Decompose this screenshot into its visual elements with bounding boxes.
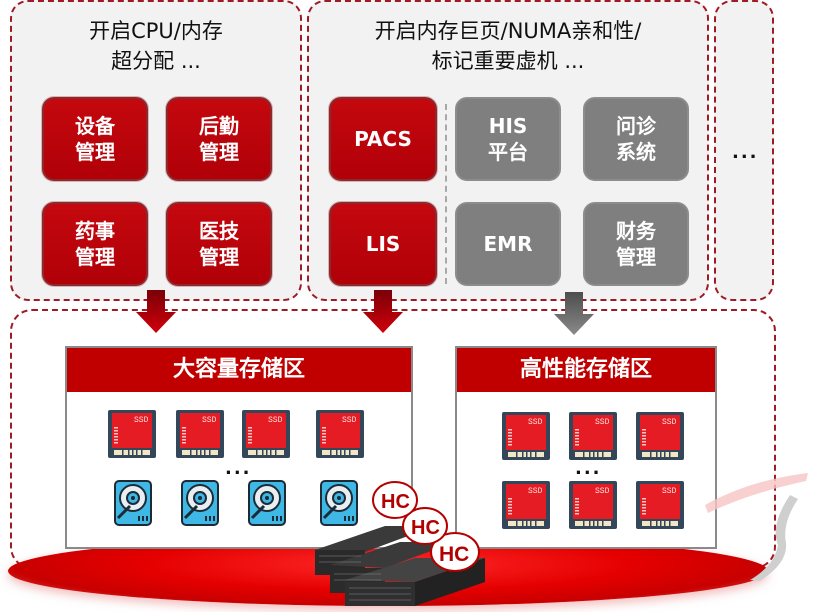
arrow-down-icon — [136, 290, 176, 333]
app-consultation-system[interactable]: 问诊 系统 — [583, 97, 689, 181]
panel-title: 开启CPU/内存 超分配 ... — [12, 16, 300, 76]
hc-badge: HC — [381, 491, 410, 513]
ssd-label: SSD — [662, 418, 677, 427]
app-pharmacy-management[interactable]: 药事 管理 — [42, 202, 148, 286]
panel-title-line2: 标记重要虚机 ... — [431, 49, 585, 73]
panel-cpu-overcommit: 开启CPU/内存 超分配 ... 设备 管理 后勤 管理 药事 管理 医技 管理 — [10, 0, 302, 301]
panel-title-line2: 超分配 ... — [111, 49, 201, 73]
hdd-icon — [114, 480, 152, 526]
app-equipment-management[interactable]: 设备 管理 — [42, 97, 148, 181]
hyperconverged-servers: HC HC HC — [315, 481, 485, 606]
ssd-icon: SSD — [502, 481, 550, 529]
ssd-label: SSD — [662, 487, 677, 496]
decorative-brush-icon — [705, 473, 808, 581]
ssd-icon: SSD — [636, 412, 684, 460]
hdd-icon — [248, 480, 286, 526]
more-ellipsis: ... — [575, 458, 602, 479]
app-finance-management[interactable]: 财务 管理 — [583, 202, 689, 286]
server-icon — [315, 526, 485, 606]
ssd-label: SSD — [134, 416, 149, 425]
app-emr[interactable]: EMR — [455, 202, 561, 286]
ssd-icon: SSD — [316, 410, 364, 458]
panel-title: 开启内存巨页/NUMA亲和性/ 标记重要虚机 ... — [309, 16, 707, 76]
ssd-label: SSD — [595, 487, 610, 496]
app-pacs[interactable]: PACS — [329, 97, 437, 181]
ssd-label: SSD — [528, 418, 543, 427]
performance-storage-title: 高性能存储区 — [457, 348, 715, 392]
ssd-icon: SSD — [569, 412, 617, 460]
hc-badge: HC — [411, 517, 440, 539]
hdd-icon — [181, 480, 219, 526]
ssd-icon: SSD — [636, 481, 684, 529]
ssd-label: SSD — [202, 416, 217, 425]
ssd-icon: SSD — [242, 410, 290, 458]
hc-badge: HC — [439, 543, 469, 566]
panel-more: ... — [714, 0, 774, 301]
ssd-icon: SSD — [502, 412, 550, 460]
more-ellipsis: ... — [225, 458, 252, 479]
hc-cloud-icon: HC HC HC — [372, 481, 480, 572]
divider — [445, 104, 447, 284]
more-ellipsis: ... — [732, 142, 759, 163]
panel-hugepage-numa: 开启内存巨页/NUMA亲和性/ 标记重要虚机 ... PACS HIS 平台 问… — [307, 0, 709, 301]
hdd-icon — [320, 480, 358, 526]
ssd-icon: SSD — [108, 410, 156, 458]
arrow-down-icon — [363, 290, 403, 333]
app-his-platform[interactable]: HIS 平台 — [455, 97, 561, 181]
panel-title-line1: 开启内存巨页/NUMA亲和性/ — [374, 19, 642, 43]
panel-title-line1: 开启CPU/内存 — [89, 19, 223, 43]
ssd-label: SSD — [595, 418, 610, 427]
app-medtech-management[interactable]: 医技 管理 — [166, 202, 272, 286]
ssd-label: SSD — [268, 416, 283, 425]
arrow-down-icon — [554, 292, 594, 335]
app-logistics-management[interactable]: 后勤 管理 — [166, 97, 272, 181]
ssd-label: SSD — [342, 416, 357, 425]
app-lis[interactable]: LIS — [329, 202, 437, 286]
capacity-storage-title: 大容量存储区 — [67, 348, 411, 392]
ssd-icon: SSD — [176, 410, 224, 458]
ssd-label: SSD — [528, 487, 543, 496]
ssd-icon: SSD — [569, 481, 617, 529]
